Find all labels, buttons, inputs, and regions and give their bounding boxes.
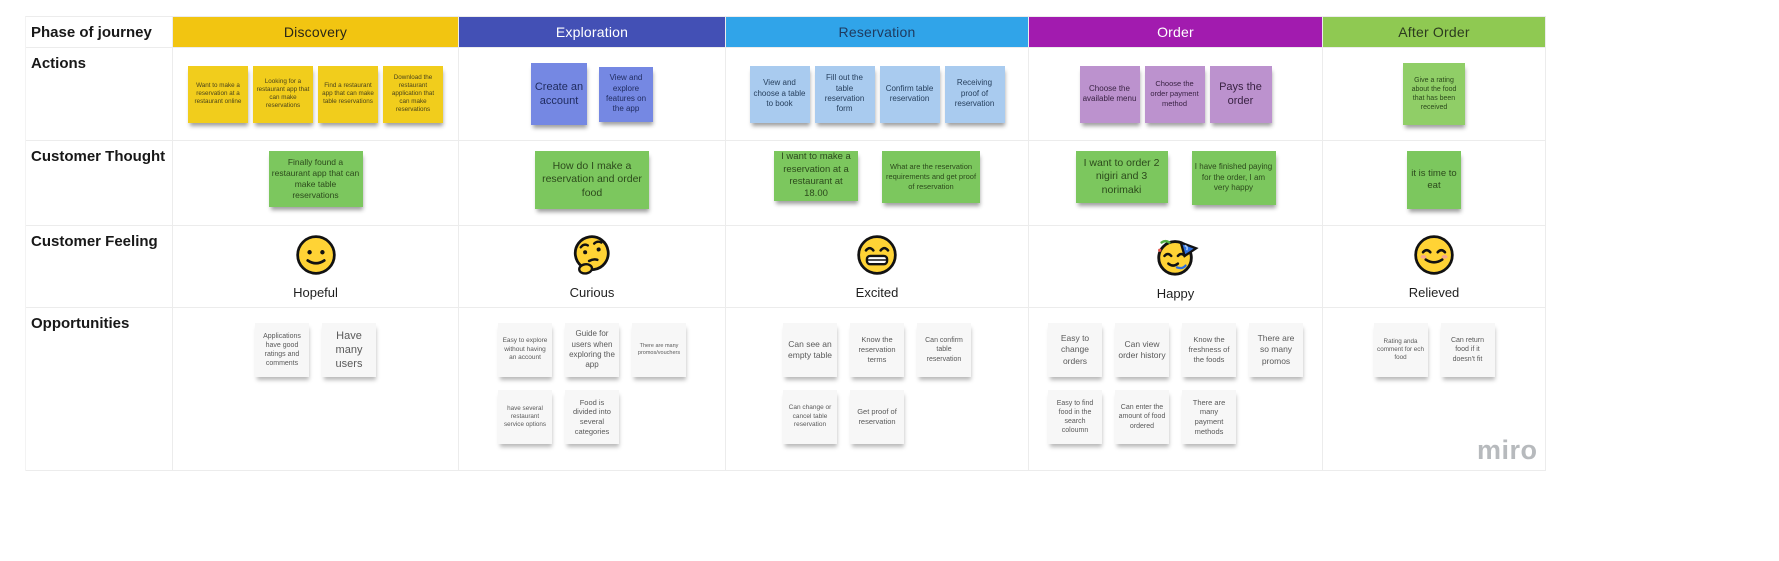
smiling-face-with-smiling-eyes-icon[interactable] bbox=[1412, 233, 1456, 282]
phase-title-reservation: Reservation bbox=[838, 24, 916, 40]
action-note[interactable]: View and explore features on the app bbox=[599, 66, 653, 122]
thought-note[interactable]: I have finished paying for the order, I … bbox=[1191, 151, 1276, 205]
thought-note[interactable]: I want to order 2 nigiri and 3 norimaki bbox=[1075, 151, 1168, 203]
feeling-cell-reservation: Excited bbox=[726, 226, 1029, 308]
opportunity-note[interactable]: Have many users bbox=[322, 323, 376, 377]
opportunity-note[interactable]: There are many payment methods bbox=[1182, 390, 1236, 444]
opportunity-note[interactable]: Can confirm table reservation bbox=[917, 323, 971, 377]
phase-header-after-order[interactable]: After Order bbox=[1323, 17, 1546, 48]
action-note[interactable]: Choose the available menu bbox=[1079, 65, 1140, 123]
phase-title-after-order: After Order bbox=[1398, 24, 1470, 40]
feeling-cell-order: Happy bbox=[1029, 226, 1323, 308]
action-note[interactable]: Choose the order payment method bbox=[1144, 65, 1205, 123]
actions-cell-after-order: Give a rating about the food that has be… bbox=[1323, 48, 1546, 141]
opportunity-note[interactable]: Guide for users when exploring the app bbox=[565, 323, 619, 377]
feeling-cell-after-order: Relieved bbox=[1323, 226, 1546, 308]
action-note[interactable]: Confirm table reservation bbox=[879, 65, 940, 123]
opportunity-note[interactable]: Can enter the amount of food ordered bbox=[1115, 390, 1169, 444]
opportunities-cell-discovery: Applications have good ratings and comme… bbox=[173, 308, 459, 471]
customer-journey-map: Phase of journey Discovery Exploration R… bbox=[25, 16, 1546, 471]
phase-title-discovery: Discovery bbox=[283, 24, 348, 40]
actions-cell-discovery: Want to make a reservation at a restaura… bbox=[173, 48, 459, 141]
row-label-opportunities[interactable]: Opportunities bbox=[31, 315, 130, 332]
partying-face-icon[interactable] bbox=[1153, 232, 1199, 283]
opportunity-note[interactable]: Easy to find food in the search coloumn bbox=[1048, 390, 1102, 444]
opportunity-note[interactable]: There are so many promos bbox=[1249, 323, 1303, 377]
row-label-phase-of-journey[interactable]: Phase of journey bbox=[31, 23, 152, 41]
row-label-actions-cell: Actions bbox=[26, 48, 173, 141]
opportunity-note[interactable]: There are many promos/vouchers bbox=[632, 323, 686, 377]
action-note[interactable]: Pays the order bbox=[1209, 65, 1272, 123]
row-label-customer-feeling[interactable]: Customer Feeling bbox=[31, 233, 158, 250]
phase-title-order: Order bbox=[1157, 24, 1194, 40]
feeling-label: Curious bbox=[569, 285, 615, 300]
opportunity-note[interactable]: Know the reservation terms bbox=[850, 323, 904, 377]
action-note[interactable]: Give a rating about the food that has be… bbox=[1403, 63, 1465, 125]
opportunities-cell-order: Easy to change orders Can view order his… bbox=[1029, 308, 1323, 471]
opportunity-note[interactable]: Get proof of reservation bbox=[850, 390, 904, 444]
action-note[interactable]: Want to make a reservation at a restaura… bbox=[188, 65, 248, 123]
slightly-smiling-face-icon[interactable] bbox=[294, 233, 338, 282]
opportunity-note[interactable]: have several restaurant service options bbox=[498, 390, 552, 444]
beaming-face-with-smiling-eyes-icon[interactable] bbox=[855, 233, 899, 282]
opportunities-cell-after-order: Rating anda comment for ech food Can ret… bbox=[1323, 308, 1546, 471]
thinking-face-icon[interactable] bbox=[570, 233, 614, 282]
opportunity-note[interactable]: Easy to explore without having an accoun… bbox=[498, 323, 552, 377]
actions-cell-exploration: Create an account View and explore featu… bbox=[459, 48, 726, 141]
miro-watermark: miro bbox=[1477, 435, 1538, 465]
opportunities-cell-reservation: Can see an empty table Know the reservat… bbox=[726, 308, 1029, 471]
feeling-cell-exploration: Curious bbox=[459, 226, 726, 308]
row-label-customer-thought[interactable]: Customer Thought bbox=[31, 148, 166, 165]
row-label-customer-thought-cell: Customer Thought bbox=[26, 141, 173, 226]
thought-note[interactable]: Finally found a restaurant app that can … bbox=[268, 151, 363, 207]
thought-note[interactable]: How do I make a reservation and order fo… bbox=[535, 151, 649, 209]
thought-cell-reservation: I want to make a reservation at a restau… bbox=[726, 141, 1029, 226]
feeling-label: Relieved bbox=[1408, 285, 1460, 300]
opportunity-note[interactable]: Food is divided into several categories bbox=[565, 390, 619, 444]
phase-header-reservation[interactable]: Reservation bbox=[726, 17, 1029, 48]
action-note[interactable]: Looking for a restaurant app that can ma… bbox=[253, 65, 313, 123]
thought-cell-discovery: Finally found a restaurant app that can … bbox=[173, 141, 459, 226]
action-note[interactable]: Find a restaurant app that can make tabl… bbox=[318, 65, 378, 123]
phase-header-order[interactable]: Order bbox=[1029, 17, 1323, 48]
feeling-label: Excited bbox=[855, 285, 899, 300]
row-label-phase-of-journey-cell: Phase of journey bbox=[26, 17, 173, 48]
thought-note[interactable]: it is time to eat bbox=[1407, 151, 1461, 209]
phase-header-discovery[interactable]: Discovery bbox=[173, 17, 459, 48]
opportunity-note[interactable]: Know the freshness of the foods bbox=[1182, 323, 1236, 377]
thought-cell-exploration: How do I make a reservation and order fo… bbox=[459, 141, 726, 226]
thought-cell-order: I want to order 2 nigiri and 3 norimaki … bbox=[1029, 141, 1323, 226]
row-label-opportunities-cell: Opportunities bbox=[26, 308, 173, 471]
row-label-actions[interactable]: Actions bbox=[31, 55, 87, 72]
action-note[interactable]: Create an account bbox=[531, 63, 587, 125]
opportunity-note[interactable]: Can return food if it doesn't fit bbox=[1440, 323, 1495, 377]
actions-cell-reservation: View and choose a table to book Fill out… bbox=[726, 48, 1029, 141]
thought-note[interactable]: I want to make a reservation at a restau… bbox=[774, 151, 858, 201]
opportunity-note[interactable]: Can view order history bbox=[1115, 323, 1169, 377]
phase-title-exploration: Exploration bbox=[555, 24, 629, 40]
action-note[interactable]: Fill out the table reservation form bbox=[814, 65, 875, 123]
action-note[interactable]: Download the restaurant application that… bbox=[383, 65, 443, 123]
feeling-cell-discovery: Hopeful bbox=[173, 226, 459, 308]
opportunity-note[interactable]: Can change or cancel table reservation bbox=[783, 390, 837, 444]
action-note[interactable]: View and choose a table to book bbox=[749, 65, 810, 123]
feeling-label: Hopeful bbox=[293, 285, 338, 300]
row-label-customer-feeling-cell: Customer Feeling bbox=[26, 226, 173, 308]
opportunities-cell-exploration: Easy to explore without having an accoun… bbox=[459, 308, 726, 471]
opportunity-note[interactable]: Can see an empty table bbox=[783, 323, 837, 377]
thought-cell-after-order: it is time to eat bbox=[1323, 141, 1546, 226]
action-note[interactable]: Receiving proof of reservation bbox=[944, 65, 1005, 123]
actions-cell-order: Choose the available menu Choose the ord… bbox=[1029, 48, 1323, 141]
opportunity-note[interactable]: Applications have good ratings and comme… bbox=[255, 323, 309, 377]
feeling-label: Happy bbox=[1156, 286, 1195, 301]
thought-note[interactable]: What are the reservation requirements an… bbox=[882, 151, 980, 203]
opportunity-note[interactable]: Rating anda comment for ech food bbox=[1373, 323, 1428, 377]
phase-header-exploration[interactable]: Exploration bbox=[459, 17, 726, 48]
opportunity-note[interactable]: Easy to change orders bbox=[1048, 323, 1102, 377]
